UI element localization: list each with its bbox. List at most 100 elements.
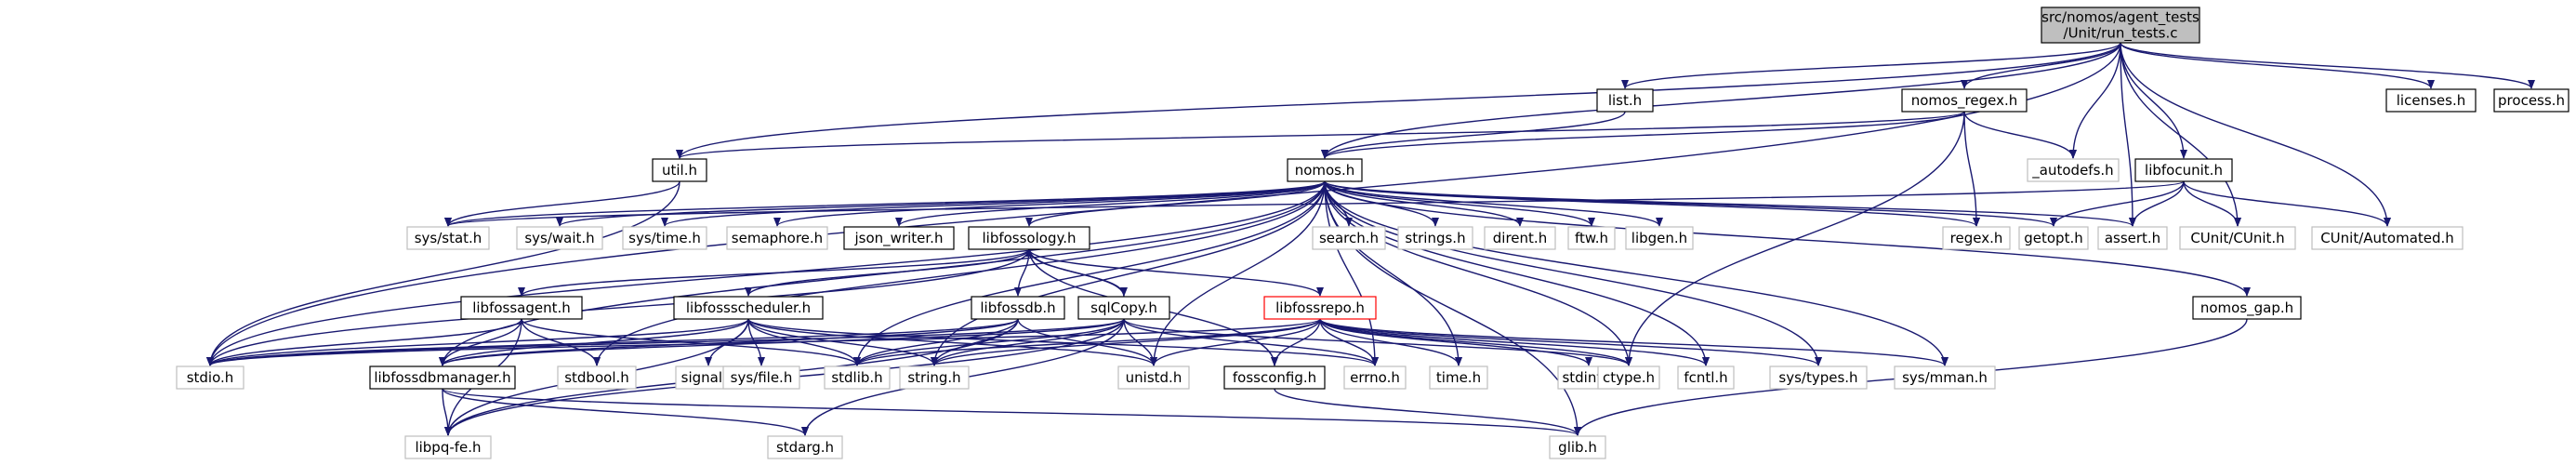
edge-libfossagent-to-stdbool <box>521 318 601 366</box>
node-label: list.h <box>1608 92 1642 109</box>
node-box <box>2179 226 2296 250</box>
node-label: semaphore.h <box>732 230 823 246</box>
edge-sqlcopy-to-libfossology <box>1025 247 1125 298</box>
node-box <box>1567 226 1616 250</box>
node-libfossagent[interactable]: libfossagent.h <box>460 296 583 320</box>
node-label: sys/types.h <box>1778 369 1857 386</box>
edge-sqlcopy-to-string <box>931 318 1125 366</box>
node-sqlcopy[interactable]: sqlCopy.h <box>1077 296 1170 320</box>
node-libfossscheduler[interactable]: libfossscheduler.h <box>673 296 824 320</box>
edge-util-to-stdio <box>206 180 680 366</box>
edge-nomos_regex-to-ctype <box>1625 111 1965 366</box>
node-label: nomos.h <box>1295 162 1355 179</box>
node-libfossdb[interactable]: libfossdb.h <box>971 296 1065 320</box>
edge-libfossscheduler-to-stdio <box>206 318 749 366</box>
node-box <box>1484 226 1556 250</box>
edge-libfossology-to-libfossscheduler <box>745 248 1030 297</box>
edge-libfossrepo-to-string <box>931 318 1321 366</box>
node-util[interactable]: util.h <box>652 158 707 182</box>
node-time: time.h <box>1429 365 1488 390</box>
edge-libfossrepo-to-stdio <box>206 318 1321 366</box>
node-json-writer[interactable]: json_writer.h <box>843 226 955 250</box>
node-nomos-gap[interactable]: nomos_gap.h <box>2192 296 2302 320</box>
node-autodefs: _autodefs.h <box>2027 158 2120 182</box>
node-box <box>652 158 707 182</box>
node-label: sys/time.h <box>628 230 701 246</box>
node-list[interactable]: list.h <box>1596 88 1654 113</box>
node-label: ftw.h <box>1575 230 1608 246</box>
node-label: libfossscheduler.h <box>686 299 811 316</box>
node-label: time.h <box>1436 369 1481 386</box>
node-box <box>2097 226 2168 250</box>
node-label: CUnit/Automated.h <box>2320 230 2454 246</box>
edge-libfossrepo-to-errno <box>1319 318 1379 366</box>
node-root[interactable]: src/nomos/agent_tests/Unit/run_tests.c <box>2041 7 2200 44</box>
node-box <box>1077 296 1170 320</box>
node-libpq: libpq-fe.h <box>404 435 492 459</box>
edge-libfocunit-to-sys_stat <box>444 180 2185 227</box>
edge-fossconfig-to-glib <box>1274 388 1581 436</box>
node-box <box>2493 88 2569 113</box>
node-box <box>2027 158 2120 182</box>
edge-libfossscheduler-to-unistd <box>747 318 1157 366</box>
edge-root-to-cunit <box>2120 42 2241 227</box>
node-label: errno.h <box>1350 369 1400 386</box>
node-box <box>460 296 583 320</box>
node-dirent: dirent.h <box>1484 226 1556 250</box>
edge-root-to-util <box>676 42 2121 159</box>
edge-nomos-to-stdlib <box>853 180 1326 366</box>
node-box <box>1894 365 1996 390</box>
node-box <box>2385 88 2477 113</box>
edge-libfossdbmanager-to-glib <box>442 388 1581 436</box>
node-label: string.h <box>907 369 960 386</box>
nodes-layer: src/nomos/agent_tests/Unit/run_tests.cli… <box>176 7 2569 459</box>
node-nomos-regex[interactable]: nomos_regex.h <box>1901 88 2028 113</box>
edge-libfocunit-to-cunit <box>2183 180 2241 227</box>
node-licenses[interactable]: licenses.h <box>2385 88 2477 113</box>
edge-list-to-nomos <box>1321 111 1626 159</box>
node-label: nomos_gap.h <box>2200 299 2293 317</box>
edge-nomos-to-sys_mman <box>1324 180 1949 366</box>
node-label: util.h <box>662 162 697 179</box>
node-cunit-auto: CUnit/Automated.h <box>2311 226 2464 250</box>
edge-root-to-licenses <box>2120 42 2435 89</box>
node-box <box>516 226 603 250</box>
node-label: libfossology.h <box>982 230 1076 246</box>
node-libfossrepo[interactable]: libfossrepo.h <box>1263 296 1377 320</box>
node-label: signal.h <box>681 369 736 386</box>
edge-libfocunit-to-cunit_auto <box>2183 180 2391 227</box>
node-box <box>1263 296 1377 320</box>
node-label: libgen.h <box>1631 230 1687 246</box>
node-process[interactable]: process.h <box>2493 88 2569 113</box>
edge-nomos-to-dirent <box>1324 180 1524 227</box>
node-box <box>843 226 955 250</box>
node-box <box>824 365 891 390</box>
node-box <box>404 435 492 459</box>
node-box <box>1596 88 1654 113</box>
node-libfocunit[interactable]: libfocunit.h <box>2134 158 2233 182</box>
node-label: stdarg.h <box>776 439 834 456</box>
node-libfossdbmanager[interactable]: libfossdbmanager.h <box>369 365 516 390</box>
edge-libfossscheduler-to-errno <box>747 318 1379 366</box>
node-fcntl: fcntl.h <box>1677 365 1735 390</box>
node-box <box>673 296 824 320</box>
node-nomos[interactable]: nomos.h <box>1287 158 1363 182</box>
edge-libfossrepo-to-unistd <box>1150 318 1321 366</box>
node-box <box>899 365 970 390</box>
node-string: string.h <box>899 365 970 390</box>
node-regex: regex.h <box>1942 226 2011 250</box>
node-fossconfig[interactable]: fossconfig.h <box>1223 365 1326 390</box>
node-label: libfocunit.h <box>2145 162 2223 179</box>
node-box <box>176 365 244 390</box>
edge-sqlcopy-to-errno <box>1123 318 1379 366</box>
edge-libfossscheduler-to-string <box>747 318 938 366</box>
edge-nomos_regex-to-nomos <box>1321 111 1965 159</box>
node-box <box>1397 226 1473 250</box>
node-label: glib.h <box>1558 439 1597 456</box>
node-box <box>1769 365 1868 390</box>
edge-nomos-to-sys_wait <box>556 180 1326 227</box>
node-libfossology[interactable]: libfossology.h <box>968 226 1090 250</box>
node-semaphore: semaphore.h <box>726 226 828 250</box>
node-label: assert.h <box>2105 230 2160 246</box>
node-getopt: getopt.h <box>2018 226 2089 250</box>
